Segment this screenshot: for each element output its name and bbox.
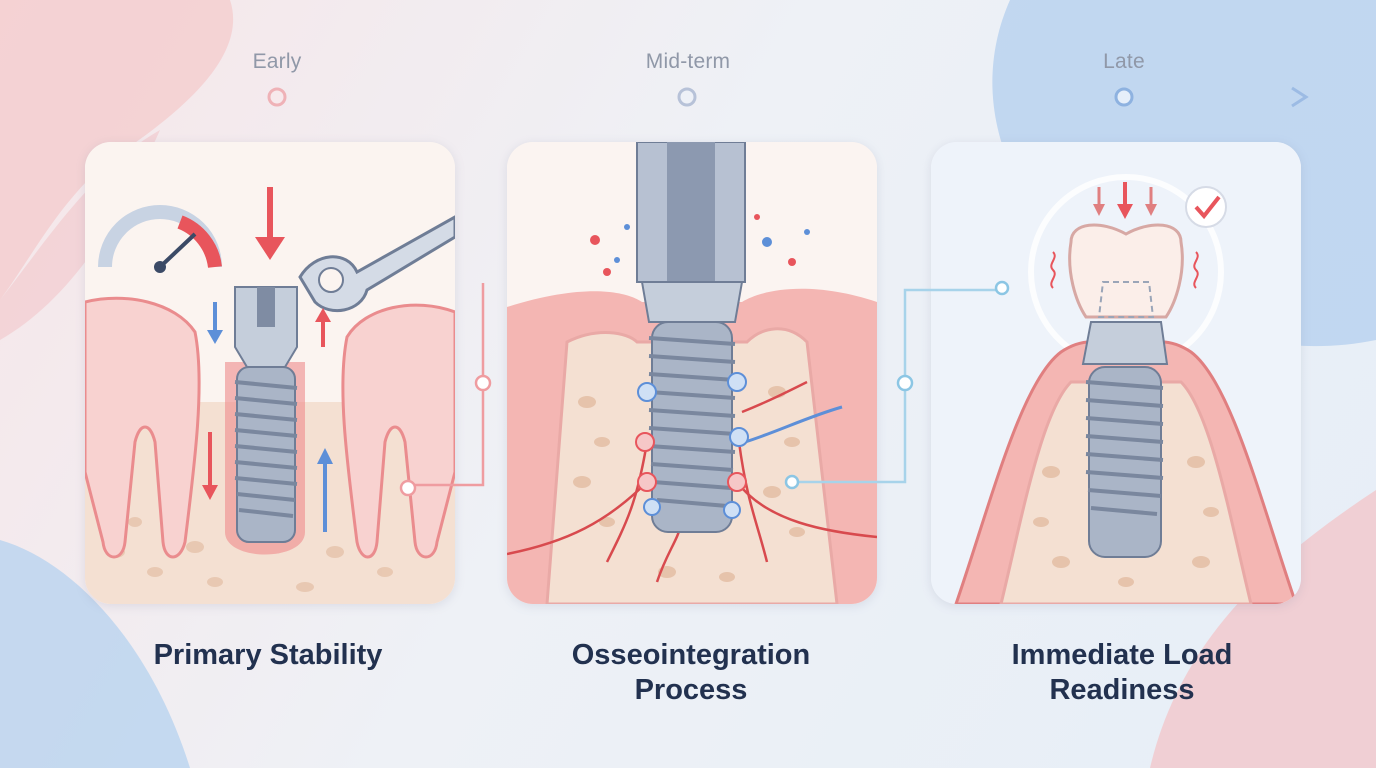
- panel-immediate-load: [931, 142, 1301, 604]
- floating-particles: [590, 214, 810, 276]
- title-line1: Immediate Load: [1011, 639, 1233, 671]
- checkmark-icon: [1185, 186, 1227, 228]
- implant-body: [234, 366, 298, 543]
- title-line1: Primary Stability: [153, 639, 383, 671]
- timeline-marker-mid: [677, 87, 697, 107]
- blob-bottom-right: [1150, 490, 1376, 768]
- bone-spots: [1033, 456, 1219, 587]
- immediate-load-illustration: [931, 142, 1301, 604]
- left-tooth: [85, 296, 201, 559]
- timeline-arrowhead: [1291, 86, 1309, 108]
- blob-bottom-left: [0, 540, 190, 768]
- implant-body: [648, 321, 736, 533]
- panel-osseointegration: [507, 142, 877, 604]
- osseointegration-illustration: [507, 142, 877, 604]
- title-line2: Process: [634, 674, 748, 706]
- timeline-label-mid: Mid-term: [645, 50, 731, 73]
- timeline: [92, 86, 1309, 108]
- implant-collar: [640, 281, 744, 323]
- title-line1: Osseointegration: [571, 639, 811, 671]
- panel-title-osseointegration: Osseointegration Process: [501, 638, 881, 708]
- title-line2: Readiness: [1049, 674, 1195, 706]
- load-arrows: [1093, 182, 1157, 219]
- vibration-marks: [1050, 251, 1199, 289]
- timeline-label-late: Late: [1103, 50, 1145, 73]
- implant-abutment: [1081, 321, 1169, 365]
- timeline-marker-early: [267, 87, 287, 107]
- primary-stability-illustration: [85, 142, 455, 604]
- crown: [1068, 223, 1184, 319]
- timeline-label-early: Early: [252, 50, 302, 73]
- force-arrows: [202, 187, 333, 532]
- panel-title-immediate-load: Immediate Load Readiness: [932, 638, 1312, 708]
- bone-spots: [573, 386, 805, 582]
- crown-abutment-outline: [1097, 281, 1155, 318]
- panel-primary-stability: [85, 142, 455, 604]
- implant-body: [1085, 366, 1164, 558]
- panel-title-primary-stability: Primary Stability: [78, 638, 458, 673]
- torque-gauge-icon: [98, 205, 222, 273]
- cells: [635, 372, 749, 519]
- timeline-marker-late: [1114, 87, 1134, 107]
- wrench-icon: [298, 215, 455, 312]
